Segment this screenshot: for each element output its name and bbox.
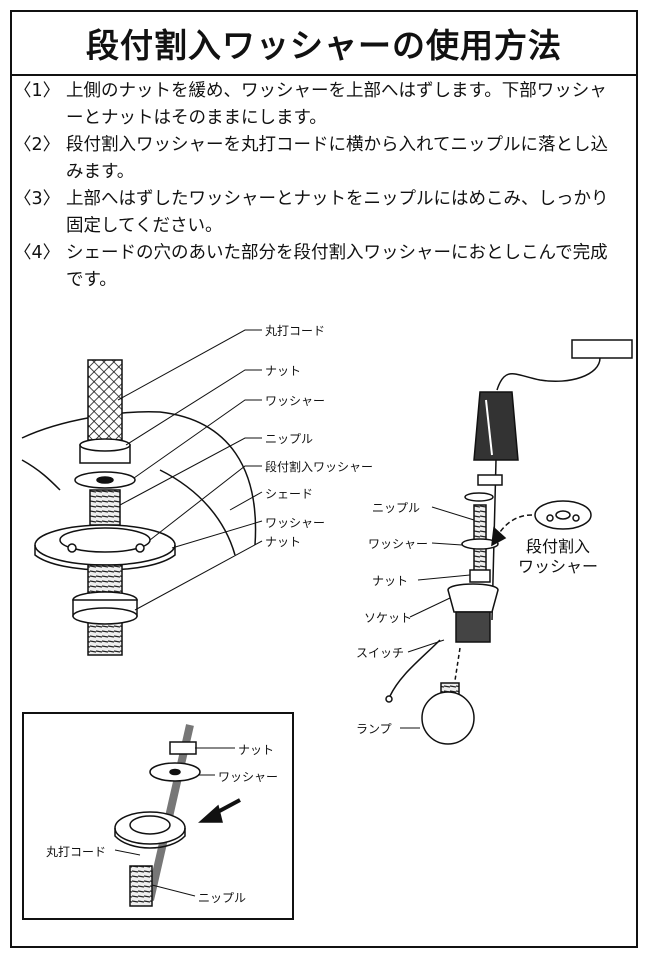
- step-1: 〈1〉 上側のナットを緩め、ワッシャーを上部へはずします。下部ワッシャーとナット…: [14, 78, 614, 132]
- label-inset-cord: 丸打コード: [46, 845, 107, 859]
- label-socket: ソケット: [364, 611, 413, 625]
- label-inset-nipple: ニップル: [198, 891, 247, 905]
- inset-frame: [22, 712, 294, 920]
- label-washer-right: ワッシャー: [368, 537, 429, 551]
- label-inset-nut: ナット: [238, 743, 275, 757]
- label-nipple: ニップル: [265, 432, 314, 446]
- left-leader-lines: [117, 329, 263, 611]
- inset-figure: [114, 724, 241, 907]
- step-text: 段付割入ワッシャーを丸打コードに横から入れてニップルに落とし込みます。: [66, 135, 608, 182]
- step-number: 〈3〉: [14, 189, 61, 209]
- label-lamp: ランプ: [356, 722, 392, 736]
- label-nut-right: ナット: [372, 574, 409, 588]
- page-title: 段付割入ワッシャーの使用方法: [12, 12, 636, 76]
- label-nut-top: ナット: [265, 364, 302, 378]
- label-nut-bottom: ナット: [265, 535, 302, 549]
- step-text: シェードの穴のあいた部分を段付割入ワッシャーにおとしこんで完成です。: [66, 243, 608, 290]
- step-text: 上部へはずしたワッシャーとナットをニップルにはめこみ、しっかり固定してください。: [66, 189, 609, 236]
- label-nipple-right: ニップル: [372, 501, 421, 515]
- step-number: 〈1〉: [14, 81, 61, 101]
- step-number: 〈2〉: [14, 135, 61, 155]
- step-list: 〈1〉 上側のナットを緩め、ワッシャーを上部へはずします。下部ワッシャーとナット…: [14, 78, 614, 294]
- label-stepped-washer: 段付割入ワッシャー: [265, 460, 374, 474]
- step-number: 〈4〉: [14, 243, 61, 263]
- step-4: 〈4〉 シェードの穴のあいた部分を段付割入ワッシャーにおとしこんで完成です。: [14, 240, 614, 294]
- step-2: 〈2〉 段付割入ワッシャーを丸打コードに横から入れてニップルに落とし込みます。: [14, 132, 614, 186]
- label-shade: シェード: [265, 487, 314, 501]
- inset-leader-lines: [114, 747, 235, 897]
- label-cord: 丸打コード: [265, 324, 326, 338]
- label-stepped-washer-right: 段付割入 ワッシャー: [518, 537, 599, 576]
- instruction-sheet: 段付割入ワッシャーの使用方法: [10, 10, 638, 948]
- label-washer-bottom: ワッシャー: [265, 516, 326, 530]
- step-3: 〈3〉 上部へはずしたワッシャーとナットをニップルにはめこみ、しっかり固定してく…: [14, 186, 614, 240]
- right-figure: [385, 339, 633, 745]
- right-leader-lines: [400, 506, 475, 729]
- left-figure: [21, 359, 257, 656]
- label-switch: スイッチ: [356, 646, 405, 660]
- step-text: 上側のナットを緩め、ワッシャーを上部へはずします。下部ワッシャーとナットはそのま…: [66, 81, 607, 128]
- label-inset-washer: ワッシャー: [218, 770, 279, 784]
- label-washer-top: ワッシャー: [265, 394, 326, 408]
